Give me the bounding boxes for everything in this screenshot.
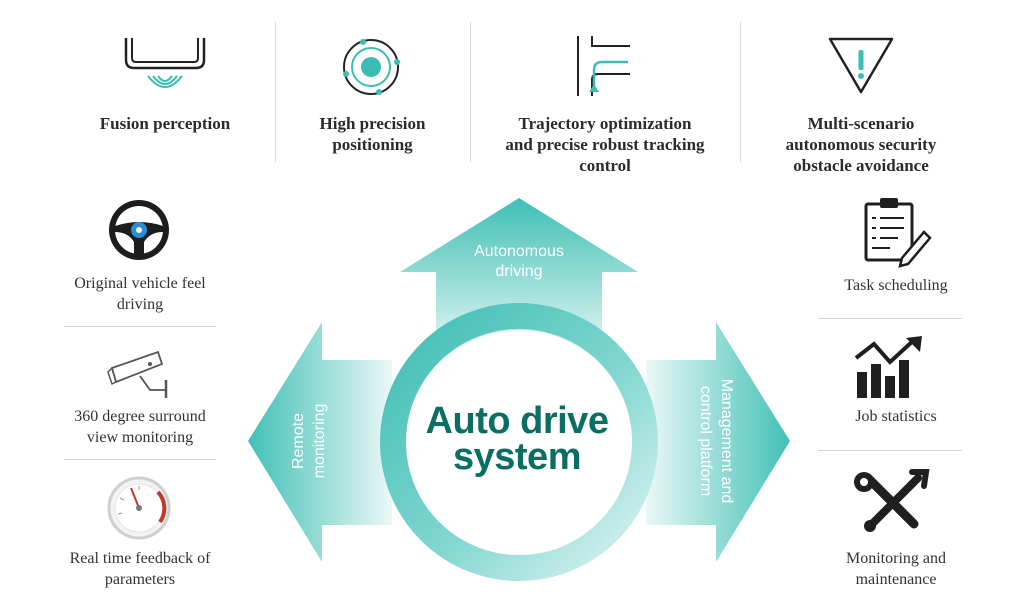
top-divider-3: [740, 22, 741, 162]
center-title-line-1: Auto drive: [425, 400, 609, 442]
right-item-job-statistics: Job statistics: [855, 408, 937, 425]
center-title-line-2: system: [453, 436, 581, 478]
trajectory-icon: [577, 36, 630, 96]
left-item-real-time-feedback: Real time feedback of parameters: [69, 550, 211, 588]
feature-obstacle-avoidance: Multi-scenario autonomous security obsta…: [785, 114, 937, 175]
surveillance-camera-icon: [107, 350, 168, 398]
gauge-icon: [107, 476, 171, 540]
core-disc: [407, 330, 631, 554]
right-divider-2: [818, 450, 962, 451]
left-arrow-text-1: Remote: [290, 413, 307, 469]
right-divider-1: [818, 318, 962, 319]
left-divider-2: [64, 459, 216, 460]
bar-chart-icon: [854, 336, 922, 398]
feature-fusion-perception: Fusion perception: [99, 114, 231, 133]
left-divider-1: [64, 326, 216, 327]
right-item-monitoring-maintenance: Monitoring and maintenance: [846, 550, 946, 588]
top-divider-2: [470, 22, 471, 162]
left-item-original-vehicle-driving: Original vehicle feel driving: [74, 275, 206, 313]
feature-trajectory-optimization: Trajectory optimization and precise robu…: [505, 114, 705, 175]
core-ring: [380, 303, 658, 581]
up-arrow-text-2: driving: [495, 263, 542, 280]
top-divider-1: [275, 22, 276, 162]
steering-wheel-icon: [109, 200, 169, 260]
right-arrow-text-1: Management and: [718, 379, 735, 504]
feature-high-precision-positioning: High precision positioning: [319, 114, 426, 154]
right-arrow-text-2: control platform: [697, 386, 714, 496]
positioning-icon: [343, 39, 400, 95]
warning-icon: [828, 37, 894, 94]
up-arrow-text-1: Autonomous: [474, 243, 564, 260]
management-platform-arrow: [646, 322, 790, 562]
clipboard-icon: [864, 198, 932, 268]
center-title: Auto drive system: [405, 400, 629, 478]
left-item-surround-view-monitoring: 360 degree surround view monitoring: [74, 408, 206, 446]
right-item-task-scheduling: Task scheduling: [844, 277, 948, 294]
fusion-perception-icon: [124, 38, 206, 88]
remote-monitoring-arrow: [248, 322, 392, 562]
left-arrow-text-2: monitoring: [311, 404, 328, 479]
tools-icon: [854, 469, 930, 532]
